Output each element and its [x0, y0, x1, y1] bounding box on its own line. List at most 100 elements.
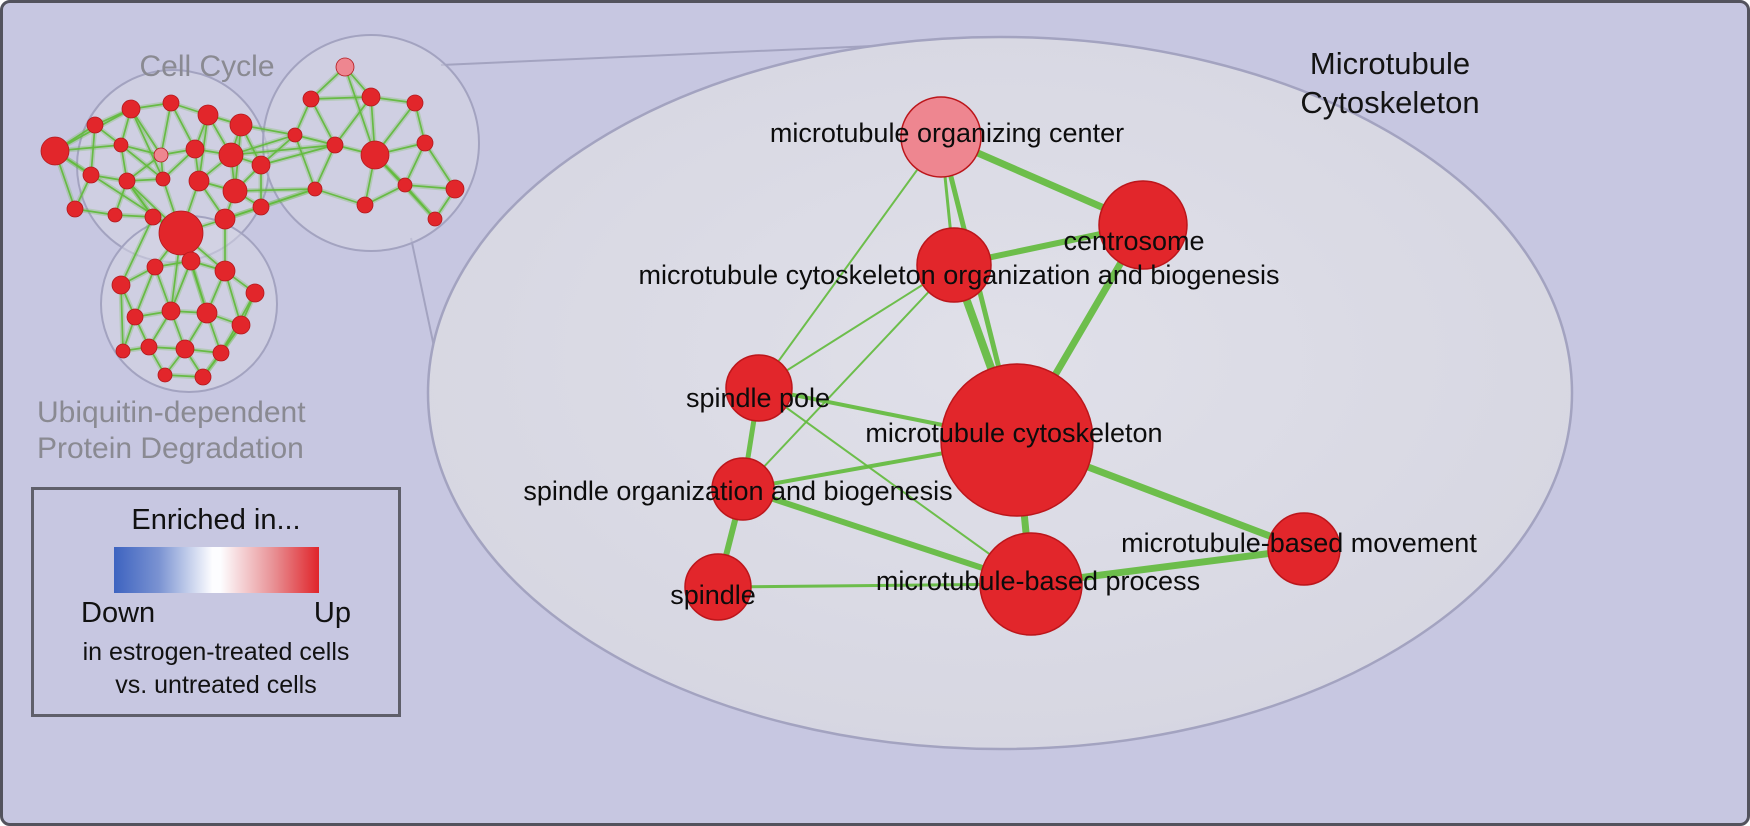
gene-set-node: [158, 210, 204, 256]
gene-set-node: [162, 94, 180, 112]
edge-spindle--mt-based-process: [716, 582, 1033, 589]
gene-set-node: [118, 172, 136, 190]
enrichment-gradient-bar: [113, 547, 319, 593]
gene-set-node: [181, 251, 201, 271]
edge-spindle-pole--mt-based-process: [758, 387, 1032, 585]
gene-set-node: [245, 283, 265, 303]
gene-set-node: [307, 181, 323, 197]
gene-set-node: [82, 166, 100, 184]
detail-nodes: [684, 96, 1341, 636]
node-label-mt-cytoskeleton-organization: microtubule cytoskeleton organization an…: [639, 260, 1280, 290]
gene-set-node: [194, 368, 212, 386]
node-label-microtubule-cytoskeleton: microtubule cytoskeleton: [865, 418, 1162, 448]
overview-edge: [404, 184, 436, 220]
edge-microtubule-organizing-center--spindle-pole: [758, 136, 942, 389]
legend-box: Enriched in... Down Up in estrogen-treat…: [31, 487, 401, 717]
overview-nodes: [40, 57, 465, 386]
overview-edge: [260, 144, 336, 166]
node-label-mt-based-movement: microtubule-based movement: [1121, 528, 1477, 558]
gene-set-node: [214, 260, 236, 282]
node-label-spindle-pole: spindle pole: [686, 383, 830, 413]
legend-subtitle-line2: vs. untreated cells: [115, 671, 317, 699]
legend-title: Enriched in...: [131, 504, 301, 536]
node-microtubule-cytoskeleton: [940, 363, 1094, 517]
gene-set-node: [161, 301, 181, 321]
legend-subtitle: in estrogen-treated cells vs. untreated …: [34, 636, 398, 702]
node-label-spindle: spindle: [670, 580, 756, 610]
overview-edge: [134, 266, 156, 318]
gene-set-node: [111, 275, 131, 295]
gene-set-node: [361, 87, 381, 107]
overview-edge: [294, 134, 316, 190]
gene-set-node: [175, 339, 195, 359]
gene-set-node: [356, 196, 374, 214]
gene-set-node: [229, 113, 253, 137]
gene-set-node: [252, 198, 270, 216]
gene-set-node: [157, 367, 173, 383]
gene-set-node: [185, 139, 205, 159]
node-label-centrosome: centrosome: [1063, 226, 1204, 256]
gene-set-node: [121, 99, 141, 119]
gene-set-node: [115, 343, 131, 359]
legend-scale-labels: Down Up: [81, 597, 351, 630]
overview-edge: [160, 102, 172, 156]
overview-edge: [120, 284, 124, 352]
detail-cluster-title: Microtubule Cytoskeleton: [1300, 46, 1480, 120]
gene-set-node: [153, 147, 169, 163]
gene-set-node: [251, 155, 271, 175]
overview-edge: [230, 144, 336, 156]
gene-set-node: [126, 308, 144, 326]
legend-subtitle-line1: in estrogen-treated cells: [82, 638, 350, 666]
node-mt-based-movement: [1267, 512, 1341, 586]
gene-set-node: [140, 338, 158, 356]
overview-edge: [314, 188, 366, 206]
legend-up-label: Up: [313, 597, 351, 629]
gene-set-node: [188, 170, 210, 192]
overview-edge: [120, 144, 164, 180]
gene-set-node: [416, 134, 434, 152]
overview-edge: [234, 188, 316, 192]
gene-set-node: [218, 142, 244, 168]
overview-edge: [224, 188, 316, 220]
network-canvas: microtubule organizing center centrosome m…: [40, 34, 1574, 751]
gene-set-node: [302, 90, 320, 108]
gene-set-node: [222, 178, 248, 204]
overview-edge: [334, 96, 372, 146]
gene-set-node: [335, 57, 355, 77]
gene-set-node: [144, 208, 162, 226]
node-microtubule-organizing-center: [900, 96, 982, 178]
gene-set-node: [146, 258, 164, 276]
gene-set-node: [212, 344, 230, 362]
gene-set-node: [107, 207, 123, 223]
overview-edge: [310, 98, 336, 146]
gene-set-node: [40, 136, 70, 166]
node-spindle: [684, 553, 752, 621]
gene-set-node: [197, 104, 219, 126]
gene-set-node: [113, 137, 129, 153]
overview-edge: [130, 108, 164, 180]
node-label-microtubule-organizing-center: microtubule organizing center: [770, 118, 1124, 148]
gene-set-node: [360, 140, 390, 170]
cluster-label-cell-cycle: Cell Cycle: [139, 50, 275, 83]
node-label-mt-based-process: microtubule-based process: [876, 566, 1200, 596]
edge-mt-cytoskeleton-organization--spindle-organization: [742, 264, 955, 490]
gene-set-node: [196, 302, 218, 324]
node-spindle-pole: [725, 354, 793, 422]
gene-set-node: [214, 208, 236, 230]
gene-set-node: [287, 127, 303, 143]
node-label-spindle-organization: spindle organization and biogenesis: [523, 476, 952, 506]
detail-labels: microtubule organizing center centrosome m…: [523, 118, 1477, 610]
gene-set-node: [155, 171, 171, 187]
cluster-label-ubiquitin: Ubiquitin-dependent Protein Degradation: [37, 396, 306, 465]
gene-set-node: [86, 116, 104, 134]
overview-edge: [310, 96, 372, 100]
gene-set-node: [427, 211, 443, 227]
node-spindle-organization: [711, 457, 775, 521]
legend-down-label: Down: [81, 597, 156, 629]
node-mt-cytoskeleton-organization: [916, 227, 992, 303]
gene-set-node: [326, 136, 344, 154]
gene-set-node: [406, 94, 424, 112]
gene-set-node: [66, 200, 84, 218]
node-mt-based-process: [979, 532, 1083, 636]
